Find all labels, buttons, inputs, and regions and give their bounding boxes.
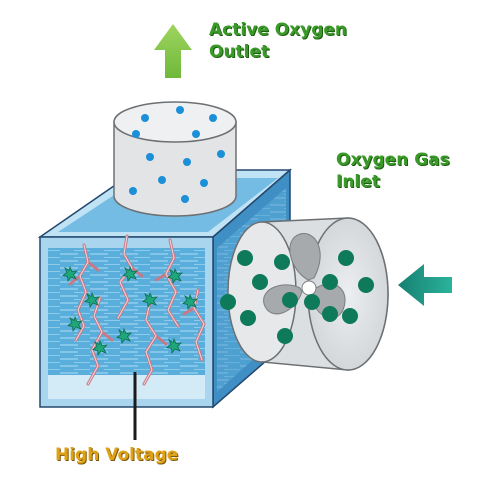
outlet-label-line2: Outlet (209, 42, 270, 62)
oxygen-dots (129, 106, 225, 203)
inlet-label-line1: Oxygen Gas (336, 150, 450, 170)
outlet-cylinder (113, 101, 237, 217)
outlet-label-line1: Active Oxygen (209, 20, 348, 40)
inlet-oxygen-particles (220, 250, 374, 344)
inlet-label-line2: Inlet (336, 172, 380, 192)
up-arrow-icon (154, 24, 192, 78)
left-arrow-icon (398, 264, 452, 306)
high-voltage-label: High Voltage (55, 445, 179, 465)
inlet-cylinder (220, 217, 389, 371)
